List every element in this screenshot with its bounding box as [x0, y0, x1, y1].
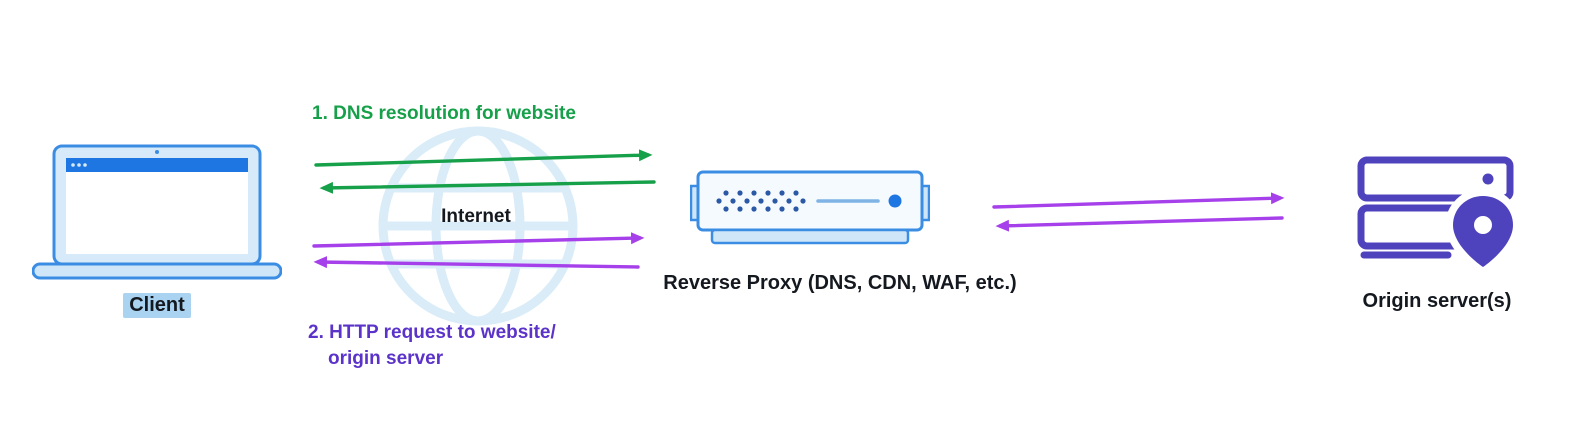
laptop-camera-dot [155, 150, 159, 154]
origin-to-proxy-arrow [995, 216, 1284, 232]
dns-request-arrow [314, 149, 653, 167]
proxy-base-tray [710, 228, 910, 245]
window-dot [71, 163, 75, 167]
origin-server-top-dot [1482, 173, 1494, 185]
client-label-wrap: Client [32, 293, 282, 318]
laptop-icon [32, 144, 282, 280]
proxy-indicator-dot [888, 194, 902, 208]
http-request-arrow [312, 232, 645, 248]
client-label: Client [123, 293, 191, 318]
browser-content [66, 172, 248, 254]
server-stack-location-pin-icon [1357, 156, 1521, 277]
http-flow-label: 2. HTTP request to website/ origin serve… [308, 320, 556, 372]
proxy-appliance-icon [690, 170, 930, 245]
origin-server-top [1357, 156, 1514, 202]
browser-titlebar [66, 158, 248, 172]
dns-flow-label: 1. DNS resolution for website [312, 103, 576, 124]
http-flow-label-line2: origin server [328, 348, 444, 369]
proxy-to-origin-arrow [992, 192, 1285, 209]
laptop-base [32, 262, 282, 280]
window-dot [77, 163, 81, 167]
internet-label: Internet [441, 206, 511, 227]
http-response-arrow [313, 256, 640, 269]
origin-server-label: Origin server(s) [1362, 290, 1512, 312]
reverse-proxy-label: Reverse Proxy (DNS, CDN, WAF, etc.) [663, 272, 1017, 294]
location-pin-hole [1474, 216, 1492, 234]
window-dot [83, 163, 87, 167]
dns-response-arrow [319, 180, 656, 194]
http-flow-label-line1: 2. HTTP request to website/ [308, 322, 556, 343]
proxy-dot-grid [716, 190, 806, 212]
